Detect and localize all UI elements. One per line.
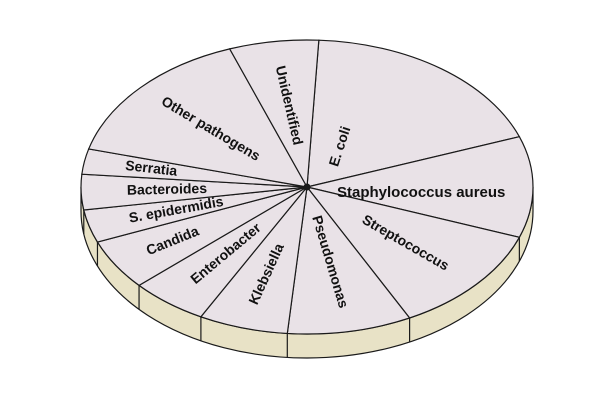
pie-slice-pseudomonas [286, 185, 411, 335]
slice-label: Staphylococcus aureus [337, 184, 505, 201]
pie-slice-e-coli [306, 39, 521, 188]
slice-label: Bacteroides [127, 180, 208, 198]
pie-slice-staphylococcus-aureus [306, 136, 534, 238]
slice-label: Serratia [125, 157, 179, 179]
pie-face [80, 39, 534, 335]
pie-center-hub [303, 183, 311, 191]
pie-slice-streptococcus [305, 186, 521, 319]
pie-slice-unidentified [228, 39, 320, 190]
pie-slice-other-pathogens [87, 48, 309, 188]
